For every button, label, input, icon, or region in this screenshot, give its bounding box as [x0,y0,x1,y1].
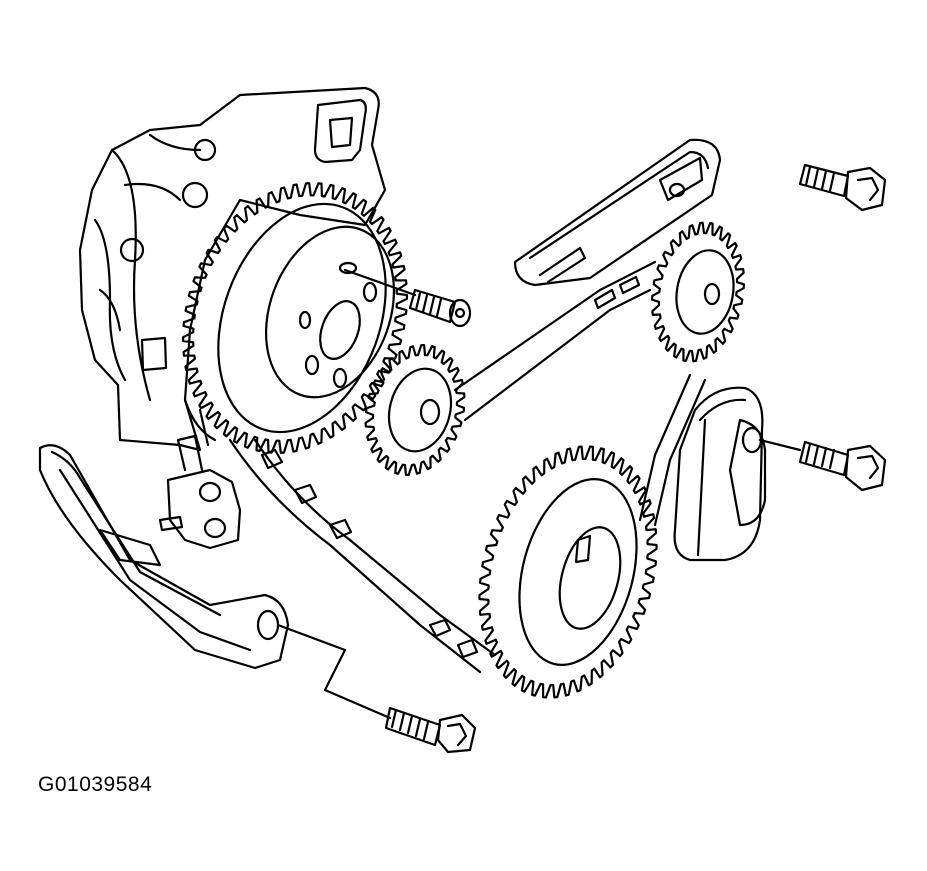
bolt-icon [798,163,887,212]
sprocket-teeth [651,221,745,363]
intermediate-sprocket-icon [364,344,466,476]
upper-chain-guide-icon [513,138,722,287]
idler-sprocket-icon [651,221,745,363]
timing-case-housing-icon [78,86,387,452]
timing-chain-icon [228,260,707,674]
crankshaft-sprocket-icon [478,445,658,699]
camshaft-sprocket-large-icon [182,182,408,454]
sprocket-teeth [478,445,658,699]
chain-tensioner-icon [673,386,767,562]
left-chain-guide-icon [38,444,290,670]
bolt-icon [276,623,477,754]
sprocket-teeth [364,344,466,476]
sprocket-teeth [182,182,408,454]
allen-screw-icon [343,268,472,328]
figure-id-label: G01039584 [38,773,153,796]
tensioner-bracket-icon [158,434,242,550]
bolt-icon [758,438,887,492]
